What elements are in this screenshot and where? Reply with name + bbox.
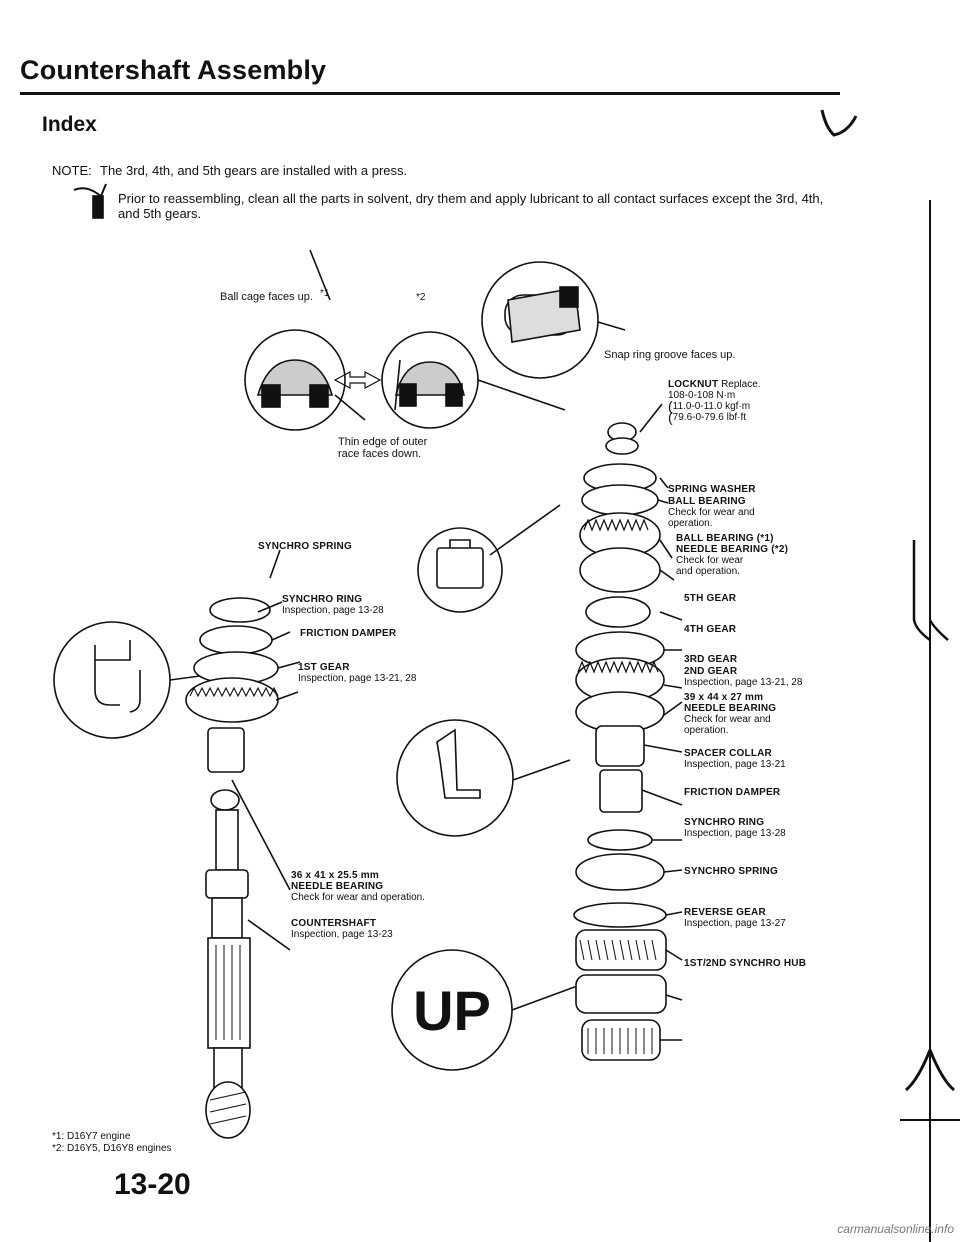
watermark: carmanualsonline.info xyxy=(837,1222,954,1236)
page-number: 13-20 xyxy=(114,1168,191,1201)
label-synchro-spring-left: SYNCHRO SPRING xyxy=(258,541,352,552)
thin-edge-line1: Thin edge of outer xyxy=(338,436,428,448)
label-1st-gear: 1ST GEAR Inspection, page 13-21, 28 xyxy=(298,662,417,684)
label-3rd-gear: 3RD GEAR xyxy=(684,654,738,665)
thin-edge-line2: race faces down. xyxy=(338,448,422,460)
snap-ring-detail xyxy=(481,261,599,379)
press-arrow-icon xyxy=(820,109,858,137)
label-spring-washer: SPRING WASHER xyxy=(668,484,756,495)
mark-1: *1 xyxy=(320,288,330,299)
mark-2: *2 xyxy=(416,292,426,303)
left-gear-stack xyxy=(185,597,279,1139)
label-locknut: LOCKNUT Replace. 108-0-108 N·m (11.0-0-1… xyxy=(668,379,761,425)
label-ball-bearing: BALL BEARING Check for wear and operatio… xyxy=(668,496,755,529)
label-needle-39: 39 x 44 x 27 mm NEEDLE BEARING Check for… xyxy=(684,692,777,736)
gear-stack-illustration xyxy=(573,422,667,1061)
label-synchro-hub: 1ST/2ND SYNCHRO HUB xyxy=(684,958,807,969)
label-countershaft: COUNTERSHAFT Inspection, page 13-23 xyxy=(291,918,393,940)
label-synchro-ring-right: SYNCHRO RING Inspection, page 13-28 xyxy=(684,817,786,839)
label-4th-gear: 4TH GEAR xyxy=(684,624,737,635)
footnote-2: *2: D16Y5, D16Y8 engines xyxy=(52,1143,172,1154)
note-text: The 3rd, 4th, and 5th gears are installe… xyxy=(100,163,408,178)
label-5th-gear: 5TH GEAR xyxy=(684,593,737,604)
ball-cage-detail xyxy=(244,329,346,431)
ball-cage-label: Ball cage faces up. xyxy=(220,291,313,303)
needle-detail xyxy=(417,527,503,613)
note-label: NOTE: xyxy=(52,163,92,178)
up-mark: UP xyxy=(413,979,491,1042)
warning-text: Prior to reassembling, clean all the par… xyxy=(118,191,824,221)
label-needle-36: 36 x 41 x 25.5 mm NEEDLE BEARING Check f… xyxy=(291,870,425,903)
snap-ring-up-detail xyxy=(396,719,514,837)
footnotes: *1: D16Y7 engine *2: D16Y5, D16Y8 engine… xyxy=(52,1131,172,1155)
label-friction-damper-left: FRICTION DAMPER xyxy=(300,628,397,639)
snap-ring-label: Snap ring groove faces up. xyxy=(604,349,736,361)
label-friction-damper-right: FRICTION DAMPER xyxy=(684,787,781,798)
page-title: Countershaft Assembly xyxy=(20,55,327,85)
section-heading: Index xyxy=(42,113,97,136)
footnote-1: *1: D16Y7 engine xyxy=(52,1131,131,1142)
label-synchro-ring-left: SYNCHRO RING Inspection, page 13-28 xyxy=(282,594,384,616)
title-rule xyxy=(20,92,840,95)
label-reverse-gear: REVERSE GEAR Inspection, page 13-27 xyxy=(684,907,786,929)
label-spacer-collar: SPACER COLLAR Inspection, page 13-21 xyxy=(684,748,786,770)
label-synchro-spring-right: SYNCHRO SPRING xyxy=(684,866,778,877)
spring-detail xyxy=(53,621,171,739)
warning-tool-icon xyxy=(73,183,107,219)
label-2nd-gear: 2ND GEAR Inspection, page 13-21, 28 xyxy=(684,666,803,688)
label-bb-needle: BALL BEARING (*1) NEEDLE BEARING (*2) Ch… xyxy=(676,533,789,577)
note: NOTE: The 3rd, 4th, and 5th gears are ins… xyxy=(52,163,407,178)
